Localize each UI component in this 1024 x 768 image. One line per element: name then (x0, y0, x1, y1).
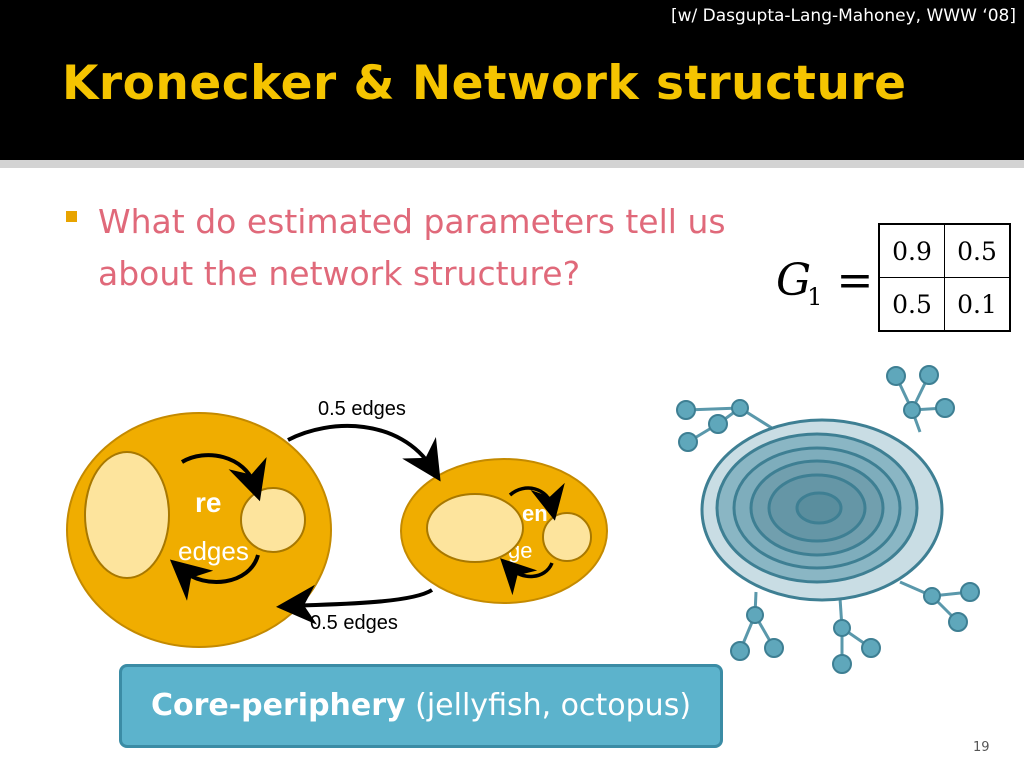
slide-title: Kronecker & Network structure (62, 56, 907, 111)
periphery-self-loop-top-arrow (508, 482, 565, 521)
matrix-cell: 0.5 (944, 223, 1011, 278)
periphery-to-core-arrow (276, 584, 434, 625)
periphery-self-loop-bottom-arrow (500, 558, 554, 596)
header-divider (0, 160, 1024, 168)
formula-equals: = (836, 255, 874, 306)
core-self-loop-bottom-arrow (169, 554, 260, 601)
core-edges-fragment: edges (178, 536, 249, 566)
top-arrow-label: 0.5 edges (318, 398, 406, 420)
matrix-cell: 0.1 (944, 277, 1011, 332)
citation: [w/ Dasgupta-Lang-Mahoney, WWW ‘08] (670, 6, 1016, 26)
periphery-inner-node-small (542, 512, 592, 562)
slide-number: 19 (973, 740, 990, 755)
formula: G1 = (776, 255, 873, 311)
callout-rest-text: (jellyfish, octopus) (405, 688, 692, 723)
header-bar: [w/ Dasgupta-Lang-Mahoney, WWW ‘08] Kron… (0, 0, 1024, 160)
core-periphery-callout: Core-periphery (jellyfish, octopus) (119, 664, 723, 748)
core-inner-node-large (84, 451, 170, 579)
initiator-matrix: 0.9 0.5 0.5 0.1 (878, 223, 1011, 332)
core-inner-node-small (240, 487, 306, 553)
periphery-label-fragment: en (522, 501, 548, 526)
core-to-periphery-arrow (287, 424, 441, 482)
core-label-fragment: re (195, 487, 221, 518)
formula-subscript: 1 (807, 283, 823, 311)
periphery-inner-node-large (426, 493, 524, 563)
core-self-loop-top-arrow (180, 453, 267, 502)
matrix-cell: 0.9 (878, 223, 945, 278)
callout-bold-text: Core-periphery (150, 688, 406, 723)
jellyfish-illustration (676, 365, 980, 674)
bullet-square-icon (66, 211, 77, 222)
bullet-text: What do estimated parameters tell us abo… (98, 202, 726, 293)
formula-variable: G (776, 255, 812, 306)
bottom-arrow-label: 0.5 edges (310, 612, 398, 634)
matrix-cell: 0.5 (878, 277, 945, 332)
